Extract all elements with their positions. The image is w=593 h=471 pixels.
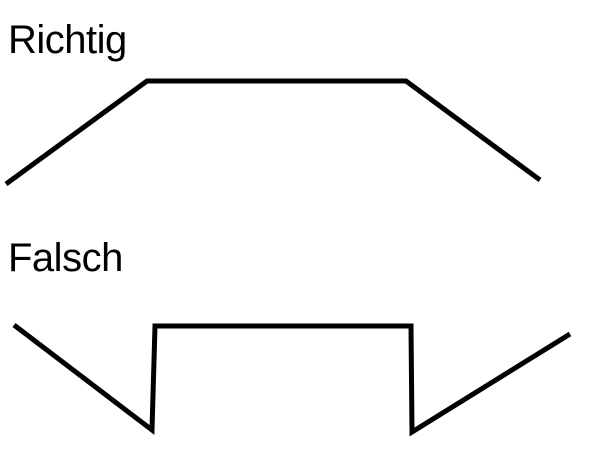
label-wrong: Falsch — [8, 236, 123, 280]
label-correct: Richtig — [8, 18, 127, 62]
correct-shape-line — [4, 78, 542, 187]
wrong-shape-line — [12, 323, 572, 437]
